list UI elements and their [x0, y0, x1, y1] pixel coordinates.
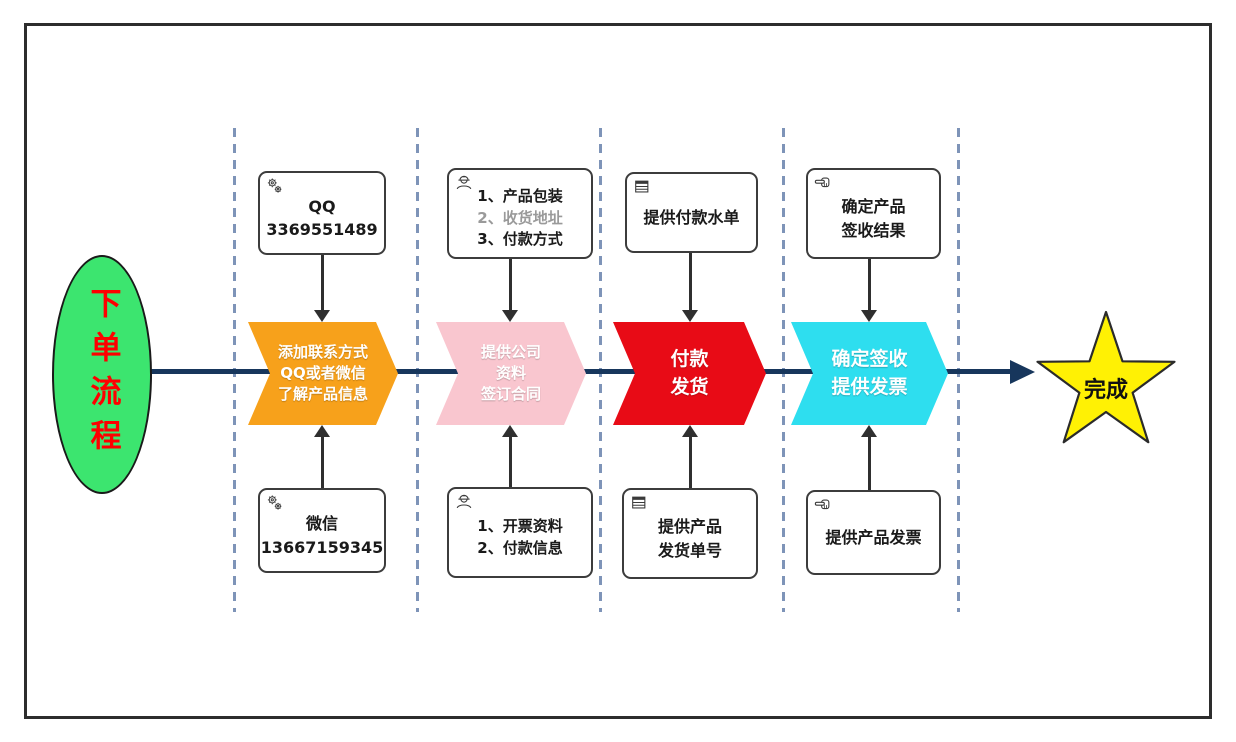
start-ellipse: 下单流程: [52, 255, 152, 494]
finish-star-label: 完成: [1083, 378, 1128, 403]
gears-icon: [267, 178, 282, 193]
box-line: 微信: [305, 514, 338, 534]
box-line: 3369551489: [266, 220, 378, 239]
chevron-line: 发货: [670, 375, 709, 398]
worker-icon: [456, 494, 472, 509]
box-line: 签收结果: [841, 220, 906, 240]
top-box-contact-qq: QQ 3369551489: [258, 171, 386, 255]
chevron-line: 资料: [495, 364, 526, 383]
finish-star: [1036, 310, 1176, 444]
box-line: 提供产品: [657, 517, 722, 537]
arrow-down-icon: [682, 310, 698, 322]
box-line: 确定产品: [841, 197, 906, 217]
worker-icon: [456, 175, 472, 190]
box-line: 2、付款信息: [477, 538, 563, 557]
chevron-payment-shipping: 付款 发货: [613, 322, 766, 425]
chevron-line: 提供公司: [480, 343, 541, 362]
box-line: QQ: [308, 196, 336, 216]
chevron-line: 了解产品信息: [277, 384, 368, 403]
bottom-box-contact-wechat: 微信 13667159345: [258, 488, 386, 573]
box-line: 提供产品发票: [825, 527, 922, 547]
chevron-line: 付款: [670, 347, 709, 370]
box-line: 1、产品包装: [477, 186, 563, 205]
chevron-line: 确定签收: [831, 347, 908, 370]
chevron-line: 签订合同: [480, 384, 541, 403]
chevron-company-info: 提供公司 资料 签订合同: [436, 322, 586, 425]
top-box-sign-result: 确定产品 签收结果: [806, 168, 941, 259]
chevron-add-contact: 添加联系方式 QQ或者微信 了解产品信息: [248, 322, 398, 425]
arrow-down-icon: [314, 310, 330, 322]
box-line: 1、开票资料: [477, 516, 563, 535]
main-flow-arrowhead-icon: [1010, 360, 1035, 384]
table-icon: [632, 496, 646, 509]
start-ellipse-label: 下单流程: [84, 286, 121, 463]
arrow-up-icon: [682, 425, 698, 437]
table-icon: [635, 180, 649, 193]
connector-line: [867, 436, 871, 490]
hand-icon: [814, 499, 830, 510]
chevron-sign-invoice: 确定签收 提供发票: [791, 322, 948, 425]
arrow-down-icon: [861, 310, 877, 322]
arrow-up-icon: [502, 425, 518, 437]
top-box-payment-slip: 提供付款水单: [625, 172, 758, 253]
box-line: 发货单号: [657, 540, 722, 560]
connector-line: [508, 259, 512, 311]
arrow-down-icon: [502, 310, 518, 322]
arrow-up-icon: [314, 425, 330, 437]
box-line: 提供付款水单: [643, 207, 740, 227]
box-line: 13667159345: [260, 537, 384, 557]
chevron-line: QQ或者微信: [280, 364, 366, 383]
bottom-box-invoice-info: 1、开票资料 2、付款信息: [447, 487, 593, 578]
connector-line: [508, 436, 512, 487]
connector-line: [320, 436, 324, 488]
arrow-up-icon: [861, 425, 877, 437]
box-line: 3、付款方式: [477, 230, 563, 249]
bottom-box-provide-invoice: 提供产品发票: [806, 490, 941, 575]
top-box-order-info: 1、产品包装 2、收货地址 3、付款方式: [447, 168, 593, 259]
box-line: 2、收货地址: [477, 208, 563, 227]
hand-icon: [814, 177, 830, 188]
connector-line: [688, 253, 692, 311]
connector-line: [320, 255, 324, 311]
connector-line: [867, 259, 871, 311]
bottom-box-tracking-number: 提供产品 发货单号: [622, 488, 758, 579]
chevron-line: 提供发票: [831, 375, 908, 398]
chevron-line: 添加联系方式: [277, 343, 368, 362]
connector-line: [688, 436, 692, 488]
gears-icon: [267, 495, 282, 510]
